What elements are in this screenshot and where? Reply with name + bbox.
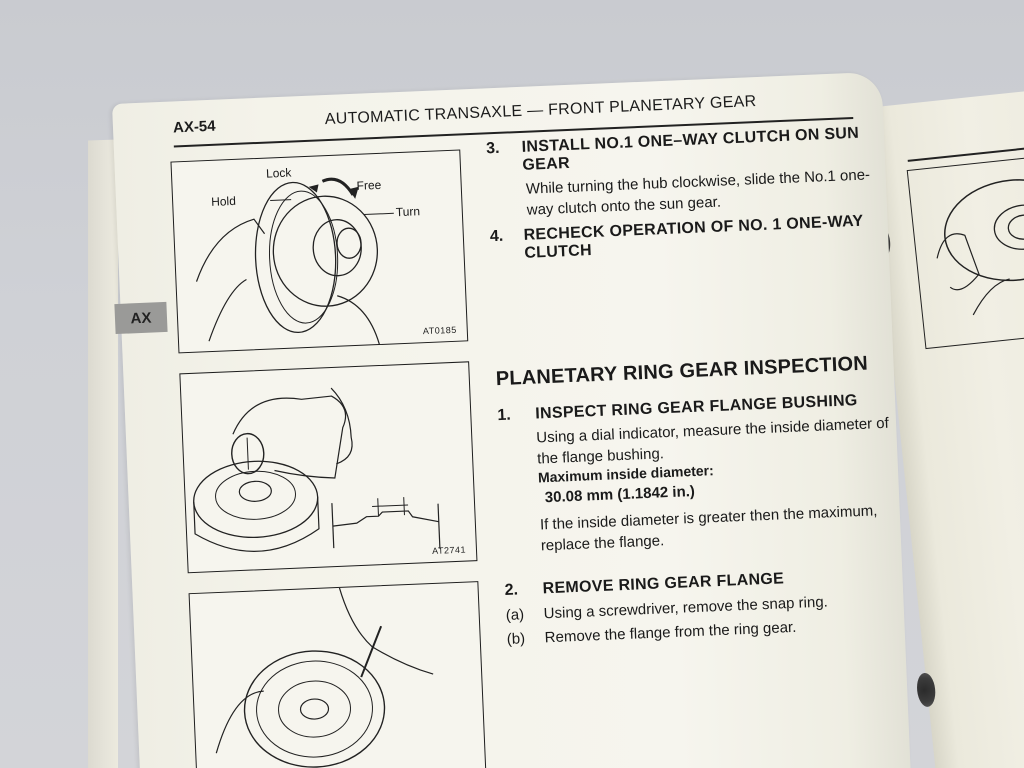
page-content: 3. INSTALL NO.1 ONE–WAY CLUTCH ON SUN GE… (486, 124, 907, 652)
section-tab: AX (114, 301, 168, 335)
page-number: AX-54 (172, 117, 216, 137)
section-title: PLANETARY RING GEAR INSPECTION (495, 352, 869, 391)
step-number: 1. (497, 406, 512, 425)
label-hold: Hold (210, 193, 237, 209)
label-lock: Lock (265, 165, 292, 181)
step-number: 2. (504, 581, 519, 599)
step-note: If the inside diameter is greater then t… (539, 502, 878, 555)
step-number: 4. (489, 227, 504, 246)
substep-label: (b) (506, 630, 526, 648)
section-ring-gear-inspection: PLANETARY RING GEAR INSPECTION 1. INSPEC… (495, 351, 907, 652)
dial-indicator-illustration-icon (193, 387, 441, 552)
left-page: AX-54 AUTOMATIC TRANSAXLE — FRONT PLANET… (112, 71, 911, 768)
step-title: RECHECK OPERATION OF NO. 1 ONE-WAY CLUTC… (523, 212, 864, 262)
figure-id: AT0185 (422, 324, 457, 337)
figure-id: AT2741 (431, 544, 467, 556)
planetary-gear-illustration-icon (936, 179, 1024, 316)
clutch-hand-illustration-icon (195, 177, 394, 345)
figure-one-way-clutch: Lock Hold Free Turn AT0185 (170, 149, 469, 354)
label-turn: Turn (395, 204, 421, 220)
binder-hole-bottom (915, 672, 937, 708)
step-install-clutch: 3. INSTALL NO.1 ONE–WAY CLUTCH ON SUN GE… (486, 124, 889, 223)
right-page-figure (906, 153, 1024, 350)
step-number: 3. (485, 139, 500, 158)
figure-dial-indicator: AT2741 (179, 361, 478, 574)
step-inspect-bushing: 1. INSPECT RING GEAR FLANGE BUSHING Usin… (497, 390, 903, 558)
screwdriver-ring-gear-illustration-icon (215, 587, 434, 768)
right-page (866, 87, 1024, 768)
step-remove-flange: 2. REMOVE RING GEAR FLANGE (a) Using a s… (504, 565, 907, 652)
book-spine (88, 139, 118, 768)
figure-remove-snap-ring (188, 581, 488, 768)
substep-label: (a) (505, 606, 525, 624)
label-free: Free (356, 177, 382, 193)
